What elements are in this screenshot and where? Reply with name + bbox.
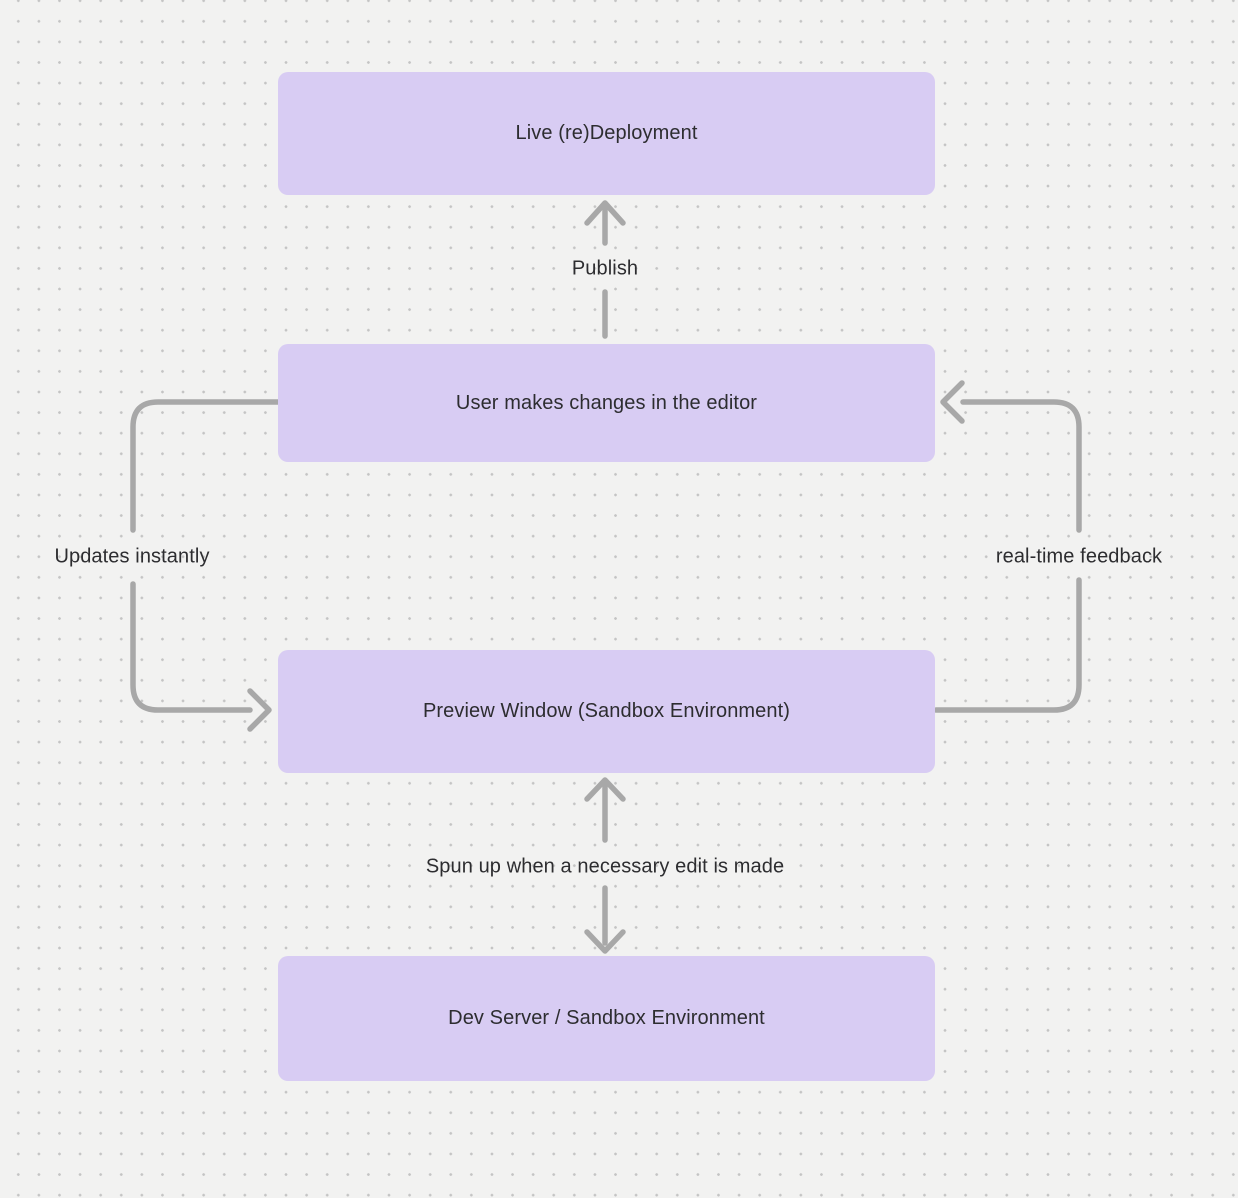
edge-feedback-arrowhead-left-icon bbox=[940, 380, 965, 424]
edge-updates-line-lower bbox=[130, 581, 253, 713]
edge-label-updates-instantly: Updates instantly bbox=[54, 545, 210, 568]
node-preview-window-label: Preview Window (Sandbox Environment) bbox=[422, 700, 791, 722]
edge-label-real-time-feedback: real-time feedback bbox=[995, 545, 1163, 568]
edge-updates-line-upper bbox=[130, 399, 281, 533]
node-preview-window[interactable]: Preview Window (Sandbox Environment) bbox=[278, 650, 935, 773]
edge-publish-arrowhead-up-icon bbox=[584, 200, 626, 226]
edge-updates-arrowhead-right-icon bbox=[247, 688, 272, 732]
edge-spunup-arrowhead-up-icon bbox=[584, 777, 626, 802]
node-dev-server-label: Dev Server / Sandbox Environment bbox=[448, 1007, 765, 1029]
node-user-edits[interactable]: User makes changes in the editor bbox=[278, 344, 935, 462]
node-live-redeployment-label: Live (re)Deployment bbox=[515, 122, 698, 144]
edge-label-spun-up: Spun up when a necessary edit is made bbox=[425, 855, 785, 878]
edge-spunup-arrowhead-down-icon bbox=[584, 929, 626, 954]
node-live-redeployment[interactable]: Live (re)Deployment bbox=[278, 72, 935, 195]
edge-feedback-line-upper bbox=[960, 399, 1082, 533]
edge-feedback-line-lower bbox=[933, 577, 1082, 713]
edge-label-publish: Publish bbox=[571, 257, 639, 280]
node-user-edits-label: User makes changes in the editor bbox=[455, 391, 758, 414]
node-dev-server[interactable]: Dev Server / Sandbox Environment bbox=[278, 956, 935, 1081]
